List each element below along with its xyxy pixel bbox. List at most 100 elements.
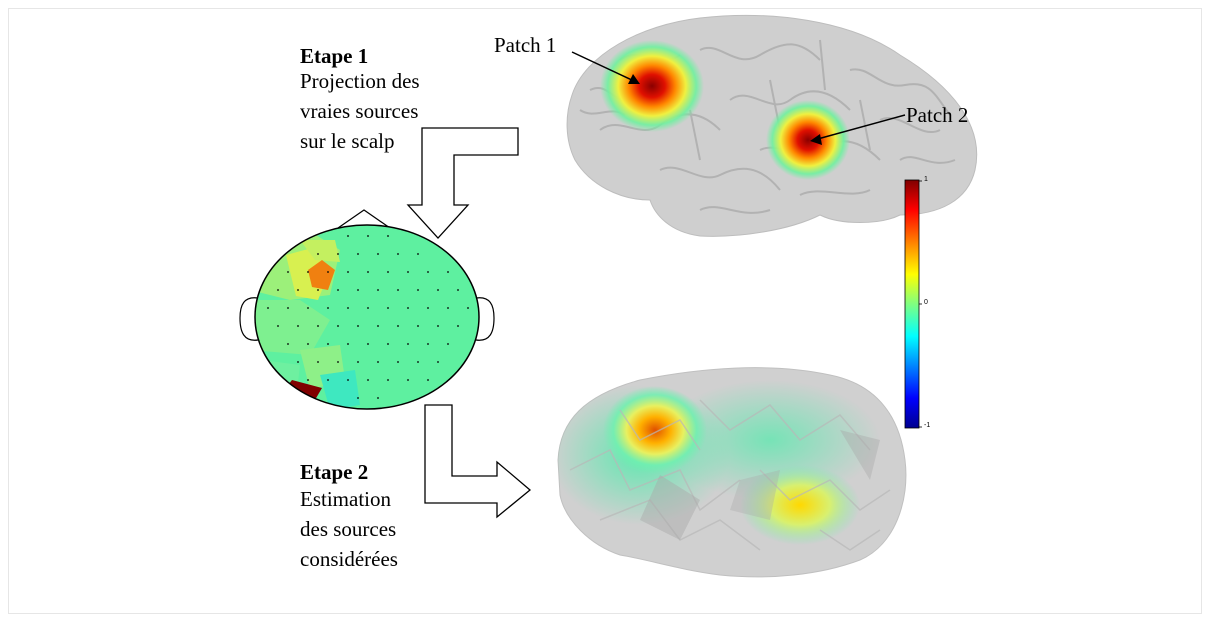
electrode-dot [327,343,329,345]
electrode-dot [377,397,379,399]
electrode-dot [407,307,409,309]
electrode-dot [337,325,339,327]
step1-line-3: sur le scalp [300,129,395,153]
patch-1-arrow [571,51,640,84]
step2-arrow [424,404,532,519]
electrode-dot [307,271,309,273]
electrode-dot [357,325,359,327]
scalp-topography [239,209,495,410]
electrode-dot [327,307,329,309]
scalp-hot-region [308,260,335,290]
electrode-dot [367,379,369,381]
electrode-dot [457,325,459,327]
electrode-dot [307,343,309,345]
electrode-dot [397,253,399,255]
electrode-dot [377,325,379,327]
electrode-dot [397,325,399,327]
electrode-dot [447,271,449,273]
electrode-dot [447,307,449,309]
patch-2-activity [766,100,850,180]
electrode-dot [417,253,419,255]
electrode-dot [287,307,289,309]
electrode-dot [327,271,329,273]
electrode-dot [347,343,349,345]
electrode-dot [287,343,289,345]
electrode-dot [337,253,339,255]
electrode-dot [337,361,339,363]
electrode-dot [367,271,369,273]
step2-title: Etape 2 [300,460,369,484]
electrode-dot [397,361,399,363]
electrode-dot [387,343,389,345]
electrode-dot [397,289,399,291]
nose [337,209,391,229]
electrode-dot [277,289,279,291]
electrode-dot [337,289,339,291]
electrode-dot [267,307,269,309]
electrode-dot [427,271,429,273]
electrode-dot [387,379,389,381]
step2-line-1: Estimation [300,487,391,511]
electrode-dot [367,307,369,309]
patch-2-label: Patch 2 [906,103,969,127]
colorbar-gradient [904,179,920,429]
electrode-dot [427,343,429,345]
electrode-dot [297,325,299,327]
colorbar [904,179,922,429]
electrode-dot [317,325,319,327]
electrode-dot [287,271,289,273]
electrode-dot [467,307,469,309]
step1-arrow [406,127,519,239]
colorbar-mid-label: 0 [924,299,928,306]
electrode-dot [417,325,419,327]
electrode-dot [417,361,419,363]
right-ear [475,297,495,341]
head-outline [254,224,480,410]
electrode-dot [437,361,439,363]
colorbar-min-label: -1 [924,422,931,429]
electrode-dot [387,235,389,237]
patch-1-activity [600,40,704,132]
electrode-dot [357,361,359,363]
electrode-dot [457,289,459,291]
electrode-dot [377,253,379,255]
electrode-dot [437,289,439,291]
electrode-dot [387,307,389,309]
electrode-dot [367,235,369,237]
figure-frame [8,8,1202,614]
electrode-dot [347,235,349,237]
electrode-grid [267,235,469,399]
patch-1-label: Patch 1 [494,33,557,57]
electrode-dot [347,307,349,309]
electrode-dot [407,343,409,345]
electrode-dot [427,379,429,381]
step2-line-3: considérées [300,547,398,571]
electrode-dot [417,289,419,291]
patch-2-arrow [810,114,906,145]
electrode-dot [437,325,439,327]
electrode-dot [297,289,299,291]
electrode-dot [427,307,429,309]
electrode-dot [307,379,309,381]
electrode-dot [377,361,379,363]
electrode-dot [347,271,349,273]
step1-title: Etape 1 [300,44,369,68]
electrode-dot [367,343,369,345]
left-ear [239,297,259,341]
estimated-sources-brain [557,367,907,578]
step1-line-1: Projection des [300,69,420,93]
electrode-dot [297,361,299,363]
electrode-dot [357,253,359,255]
electrode-dot [317,289,319,291]
electrode-dot [407,379,409,381]
electrode-dot [307,307,309,309]
electrode-dot [357,397,359,399]
step2-line-2: des sources [300,517,397,541]
electrode-dot [277,325,279,327]
electrode-dot [327,379,329,381]
electrode-dot [387,271,389,273]
step1-line-2: vraies sources [300,99,419,123]
electrode-dot [447,343,449,345]
electrode-dot [317,253,319,255]
